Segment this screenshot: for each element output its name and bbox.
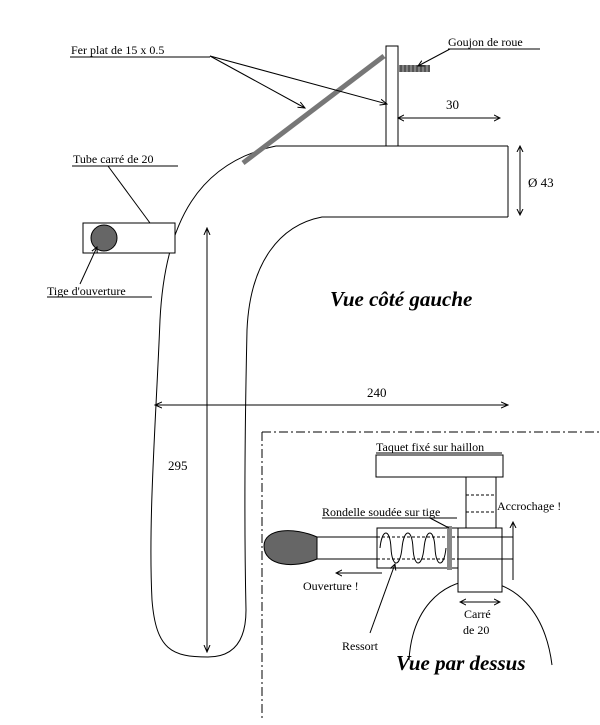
rod-knob	[263, 530, 318, 566]
tube-inner-outline	[207, 216, 508, 658]
spring	[379, 532, 447, 564]
label-rondelle: Rondelle soudée sur tige	[322, 505, 440, 519]
dim-43-text: Ø 43	[528, 175, 554, 190]
square-tube-top	[457, 527, 503, 593]
wheel-stud	[398, 65, 430, 72]
leader-goujon	[418, 48, 451, 66]
label-carre-2: de 20	[463, 623, 489, 637]
side-view-title: Vue côté gauche	[330, 287, 472, 311]
label-taquet: Taquet fixé sur haillon	[376, 440, 484, 454]
label-accrochage: Accrochage !	[497, 499, 561, 513]
dim-30-text: 30	[446, 97, 459, 112]
label-fer-plat: Fer plat de 15 x 0.5	[71, 43, 164, 57]
dim-240-text: 240	[367, 385, 387, 400]
label-tige-ouverture: Tige d'ouverture	[47, 284, 126, 298]
label-tube-carre: Tube carré de 20	[73, 152, 154, 166]
latch-block	[375, 454, 504, 478]
vertical-plate	[385, 45, 399, 147]
leader-ressort	[369, 564, 395, 634]
label-goujon: Goujon de roue	[448, 35, 523, 49]
flat-bar	[241, 54, 386, 165]
opening-rod-section	[90, 224, 118, 252]
leader-fer-plat-2	[209, 55, 387, 104]
label-carre-1: Carré	[464, 607, 491, 621]
dim-295-text: 295	[168, 458, 188, 473]
tube-outer-outline	[150, 145, 508, 658]
leader-rondelle	[429, 517, 450, 529]
leader-tige	[79, 247, 97, 285]
washer	[447, 526, 452, 570]
top-view-title: Vue par dessus	[396, 651, 526, 675]
leader-fer-plat-1	[209, 55, 305, 108]
label-ouverture: Ouverture !	[303, 579, 359, 593]
label-ressort: Ressort	[342, 639, 379, 653]
leader-tube-carre	[107, 165, 151, 224]
